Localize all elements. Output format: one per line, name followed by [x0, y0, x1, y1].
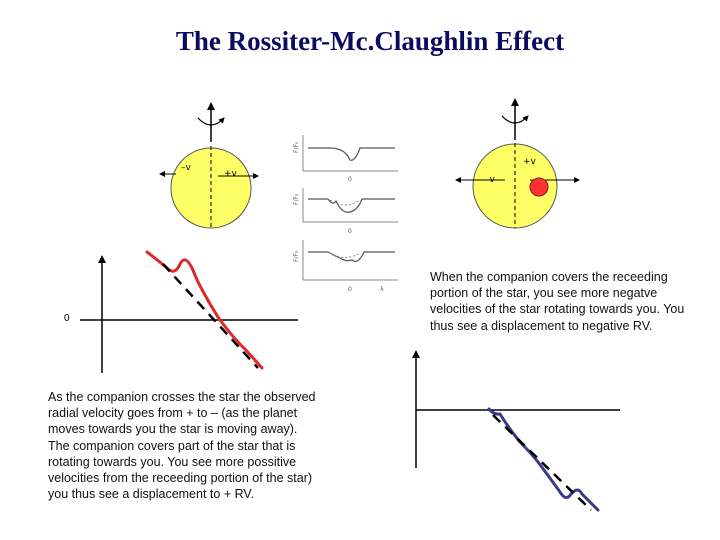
profile-center-label: 0	[348, 286, 352, 293]
slide-title: The Rossiter-Mc.Claughlin Effect	[175, 26, 565, 56]
left-star-diagram: –v +v	[159, 102, 259, 230]
profile-ylabel: F/F₀	[293, 141, 300, 153]
keplerian-trend-line	[162, 263, 259, 369]
profile-ylabel: F/F₀	[293, 250, 300, 262]
right-star-diagram: –v +v	[455, 98, 580, 229]
absorption-line-distorted	[308, 251, 395, 262]
left-rv-plot	[80, 250, 298, 373]
rv-curve	[487, 407, 600, 512]
line-profile-panels: F/F₀ 0 F/F₀ 0 F/F₀ 0 λ	[293, 135, 398, 293]
unperturbed-line	[329, 199, 361, 206]
explanation-right: When the companion covers the receeding …	[430, 270, 685, 333]
profile-center-label: 0	[348, 228, 352, 235]
rotation-direction-arrow	[501, 115, 529, 124]
unperturbed-line	[329, 252, 361, 258]
profile-xlabel: λ	[380, 286, 384, 293]
keplerian-trend-line	[492, 414, 592, 511]
profile-ylabel: F/F₀	[293, 193, 300, 205]
rv-curve	[145, 250, 264, 370]
absorption-line	[308, 147, 395, 161]
absorption-line-distorted	[308, 198, 395, 213]
rotation-direction-arrow	[197, 117, 225, 126]
right-rv-plot	[412, 350, 620, 512]
rv-origin-label: 0	[64, 313, 70, 324]
line-profile-panel: F/F₀ 0	[293, 188, 398, 235]
planet	[529, 177, 549, 197]
explanation-left: As the companion crosses the star the ob…	[48, 390, 316, 502]
star-label-plus-v: +v	[523, 157, 537, 167]
star-label-plus-v: +v	[224, 169, 238, 179]
line-profile-panel: F/F₀ 0 λ	[293, 240, 398, 293]
star-label-minus-v: –v	[181, 163, 192, 173]
star-label-minus-v: –v	[485, 175, 496, 185]
line-profile-panel: F/F₀ 0	[293, 135, 398, 183]
profile-center-label: 0	[348, 176, 352, 183]
